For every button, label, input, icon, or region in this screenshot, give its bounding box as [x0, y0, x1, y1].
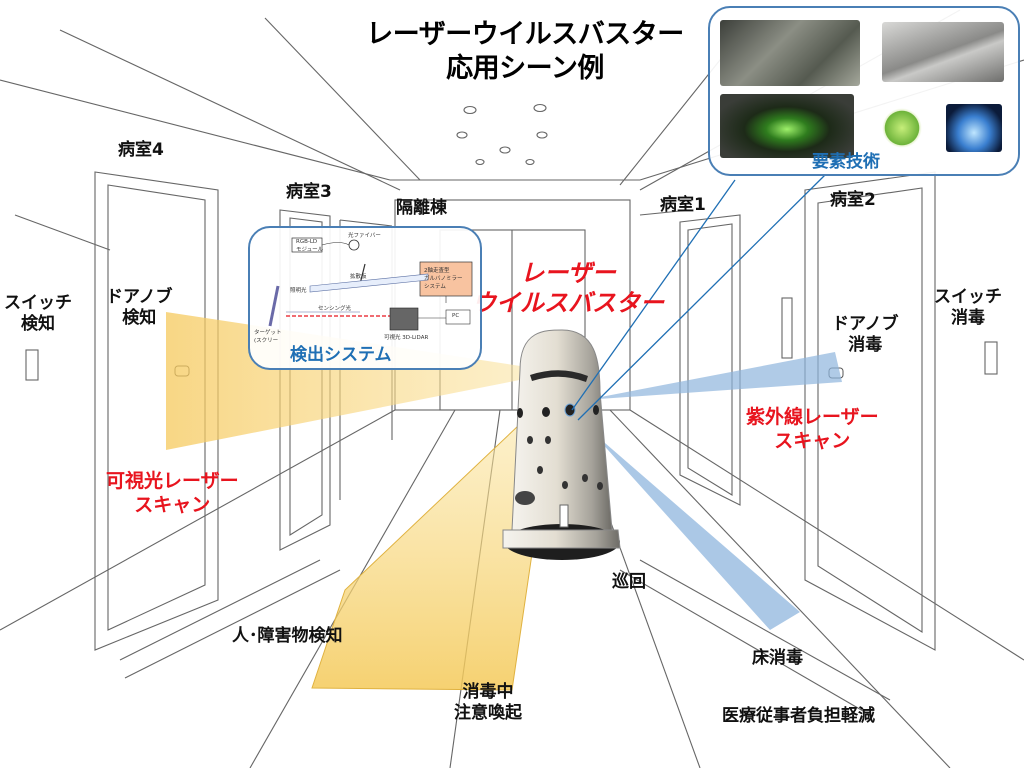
uv-beam-floor	[590, 430, 800, 630]
galvano-line3: システム	[424, 284, 446, 290]
element-tech-label: 要素技術	[812, 152, 880, 172]
patrol-label: 巡回	[612, 572, 646, 592]
room2-label: 病室2	[830, 190, 876, 210]
robot-name-line2: ウイルスバスター	[472, 289, 664, 317]
sensing-light-label: センシング光	[318, 306, 352, 312]
glass-disk-photo	[882, 108, 922, 148]
caution-line2: 注意喚起	[454, 703, 522, 724]
target-line1: ターゲット	[254, 330, 282, 336]
robot	[502, 329, 621, 560]
illumination-label: 照明光	[290, 288, 307, 294]
doorknob-detect-line1: ドアノブ	[106, 287, 173, 307]
visible-laser-scan-line2: スキャン	[134, 493, 211, 516]
doorknob-detect-line2: 検知	[122, 308, 157, 329]
staff-burden-label: 医療従事者負担軽減	[722, 706, 875, 726]
detection-system-callout: RGB-LD モジュール 光ファイバー 拡散板 2軸走査型 ガルバノミラー シス…	[248, 226, 482, 370]
robot-name-line1: レーザー	[520, 259, 616, 287]
doorknob-disinfect-line2: 消毒	[848, 335, 883, 356]
page-title: レーザーウイルスバスター 応用シーン例	[360, 18, 690, 86]
uv-laser-scan-line2: スキャン	[774, 429, 851, 452]
rgb-ld-module-label: RGB-LD モジュール	[296, 239, 323, 253]
fiber-laser-photo	[720, 94, 854, 158]
rgb-ld-line2: モジュール	[296, 247, 324, 253]
switch-detect-line2: 検知	[21, 314, 55, 335]
floor-disinfect-label: 床消毒	[752, 648, 803, 668]
visible-laser-scan-line1: 可視光レーザー	[106, 470, 239, 492]
switch-disinfect-label: スイッチ 消毒	[934, 287, 1002, 330]
switch-disinfect-line2: 消毒	[951, 308, 985, 329]
optics-bench-photo	[720, 20, 860, 86]
doorknob-disinfect-label: ドアノブ 消毒	[832, 314, 898, 357]
floor-detection-beam	[311, 388, 557, 691]
room4-label: 病室4	[118, 140, 164, 160]
optical-fiber-label: 光ファイバー	[348, 233, 381, 239]
metal-component-photo	[882, 22, 1004, 82]
switch-detect-label: スイッチ 検知	[4, 293, 72, 336]
uv-laser-scan-label: 紫外線レーザー スキャン	[746, 406, 879, 454]
target-line2: (スクリー	[254, 338, 279, 344]
doorknob-disinfect-line1: ドアノブ	[832, 314, 899, 334]
title-line1: レーザーウイルスバスター	[366, 19, 684, 50]
uv-laser-scan-line1: 紫外線レーザー	[746, 406, 879, 428]
caution-label: 消毒中 注意喚起	[454, 682, 522, 725]
lidar-label: 可視光 3D-LiDAR	[384, 335, 429, 341]
galvano-line2: ガルバノミラー	[424, 276, 463, 282]
galvano-label: 2軸走査型 ガルバノミラー システム	[424, 266, 463, 290]
person-obstacle-detect-label: 人･障害物検知	[232, 626, 343, 646]
target-label: ターゲット (スクリー	[254, 328, 282, 344]
room1-label: 病室1	[660, 195, 706, 215]
robot-name: レーザー ウイルスバスター	[468, 258, 668, 318]
switch-disinfect-line1: スイッチ	[934, 287, 1002, 307]
switch-detect-line1: スイッチ	[4, 293, 72, 313]
uv-beam-knob	[585, 352, 842, 400]
title-line2: 応用シーン例	[446, 52, 604, 84]
detection-system-label: 検出システム	[290, 345, 392, 365]
element-tech-callout: 要素技術	[708, 6, 1020, 176]
pc-label: PC	[452, 313, 460, 319]
doorknob-detect-label: ドアノブ 検知	[106, 287, 172, 330]
crystal-photo	[946, 104, 1002, 152]
galvano-line1: 2軸走査型	[424, 268, 450, 274]
caution-line1: 消毒中	[462, 682, 514, 702]
rgb-ld-line1: RGB-LD	[296, 239, 318, 245]
visible-laser-scan-label: 可視光レーザー スキャン	[106, 470, 239, 518]
diffuser-label: 拡散板	[350, 274, 367, 280]
room3-label: 病室3	[286, 182, 332, 202]
detection-schematic	[268, 237, 473, 331]
isolation-ward-label: 隔離棟	[396, 198, 447, 218]
